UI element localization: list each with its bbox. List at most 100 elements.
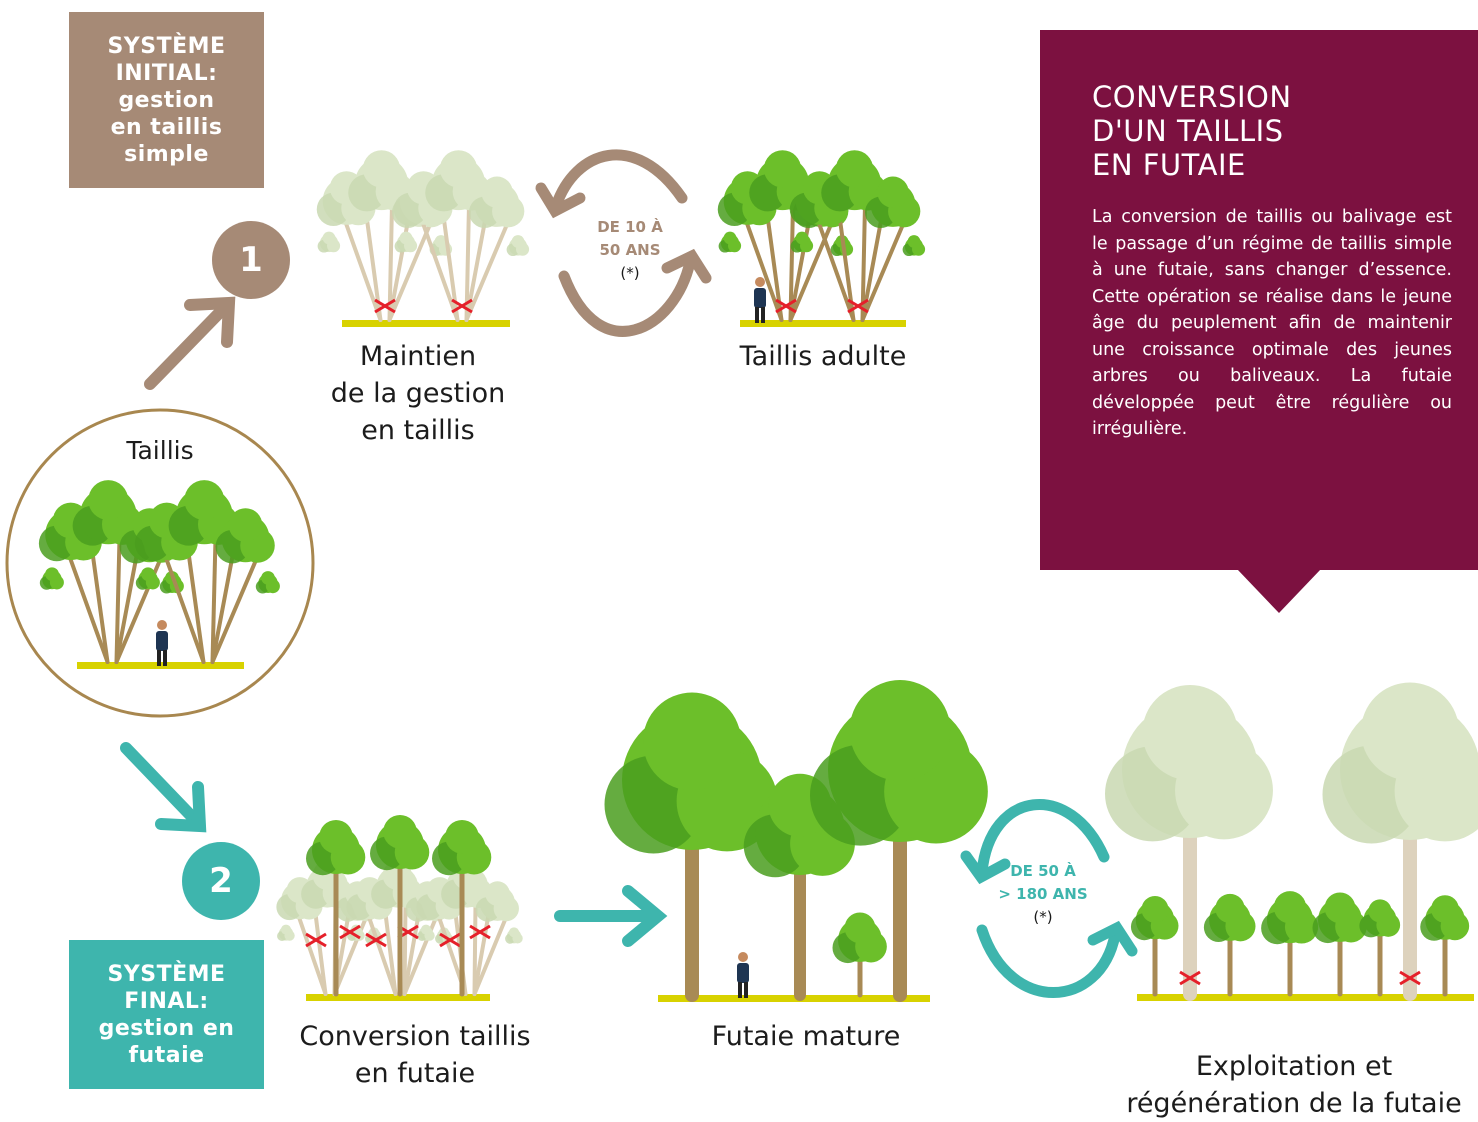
cut-mark — [1179, 970, 1201, 986]
tree-trunk — [332, 909, 371, 996]
tree-crown — [849, 680, 951, 781]
cut-mark — [339, 924, 361, 940]
maintien-caption: Maintien de la gestion en taillis — [300, 338, 536, 449]
tree-crown — [434, 235, 448, 248]
tree-crown — [508, 927, 520, 938]
tree-crown — [261, 571, 275, 585]
tree-crown — [485, 881, 510, 906]
tree-trunk — [387, 202, 394, 322]
tree-crown — [643, 692, 741, 791]
tree-crown — [723, 231, 737, 245]
caption-line: Maintien — [359, 341, 477, 372]
tree-crown — [383, 815, 417, 849]
tree-crown — [1141, 895, 1169, 923]
tree-crown — [319, 820, 353, 854]
tree-trunk — [472, 909, 511, 996]
person-icon — [738, 982, 742, 998]
tree-crown — [835, 150, 874, 188]
tree-trunk — [114, 536, 122, 664]
cycle-1-label: DE 10 À 50 ANS (*) — [575, 216, 685, 285]
cycle-1-arrows — [535, 149, 712, 337]
arrow-conversion-to-mature — [554, 885, 668, 947]
info-title: CONVERSION D'UN TAILLIS EN FUTAIE — [1092, 80, 1292, 182]
tree-trunk — [114, 547, 167, 664]
tree-crown — [141, 567, 155, 581]
cut-mark — [374, 298, 396, 314]
tree-trunk — [295, 909, 328, 996]
tree-crown — [184, 480, 225, 521]
caption-line: Exploitation et — [1195, 1051, 1393, 1082]
tree-crown — [877, 176, 909, 208]
tree-crown — [280, 924, 292, 935]
tree-crown — [322, 231, 336, 245]
initial-system-line: SYSTÈME — [107, 33, 226, 59]
ground-line — [306, 994, 490, 1001]
cut-mark — [439, 932, 461, 948]
tree-trunk — [788, 202, 795, 322]
cut-mark — [847, 298, 869, 314]
taillis-label: Taillis — [126, 436, 194, 465]
tree-crown — [1142, 685, 1238, 781]
final-system-line: FINAL: — [124, 988, 209, 1014]
tree-crown — [420, 924, 432, 935]
exploitation-caption: Exploitation et régénération de la futai… — [1110, 1048, 1478, 1122]
tree-trunk — [814, 213, 856, 322]
taillis-adulte-caption: Taillis adulte — [739, 341, 907, 372]
tree-crown — [1273, 891, 1307, 924]
tree-crown — [362, 150, 401, 188]
initial-system-line: INITIAL: — [115, 60, 218, 86]
tree-trunk — [341, 213, 383, 322]
person-icon — [163, 650, 167, 666]
info-text: La conversion de taillis ou balivage est… — [1092, 207, 1452, 439]
cut-mark — [1399, 970, 1421, 986]
tree-trunk — [788, 213, 837, 322]
initial-system-line: gestion — [118, 87, 215, 113]
person-icon — [156, 631, 168, 651]
tree-crown — [228, 508, 263, 542]
arrow-to-step1 — [144, 296, 236, 390]
cut-mark — [365, 932, 387, 948]
person-icon — [737, 963, 749, 983]
tree-trunk — [210, 547, 263, 664]
person-icon — [755, 277, 765, 287]
final-system-label: SYSTÈME FINAL: gestion en futaie — [69, 940, 264, 1089]
tree-trunk — [402, 901, 408, 996]
tree-trunk — [860, 213, 909, 322]
person-icon — [754, 288, 766, 308]
cycle-1-line2: 50 ANS — [599, 241, 661, 259]
cut-mark — [469, 924, 491, 940]
diagram-illustrations — [5, 149, 1478, 1002]
cycle-2-line1: DE 50 À — [1010, 862, 1076, 880]
tree-crown — [844, 912, 876, 944]
tree-crown — [1431, 895, 1459, 923]
cycle-2-arrows — [960, 799, 1138, 998]
step-1-badge: 1 — [212, 221, 290, 299]
tree-trunk — [65, 547, 110, 664]
person-icon — [744, 982, 748, 998]
futaie-mature-caption: Futaie mature — [711, 1021, 901, 1052]
cycle-1-note: (*) — [620, 264, 640, 282]
info-title-line: D'UN TAILLIS — [1092, 114, 1284, 148]
cut-mark — [451, 298, 473, 314]
final-system-line: futaie — [128, 1042, 205, 1068]
final-system-line: SYSTÈME — [107, 961, 226, 987]
arrow-to-step2 — [120, 742, 207, 833]
tree-trunk — [418, 213, 460, 322]
cycle-2-label: DE 50 À > 180 ANS (*) — [983, 860, 1103, 929]
tree-crown — [445, 820, 479, 854]
person-icon — [157, 620, 167, 630]
initial-system-label: SYSTÈME INITIAL: gestion en taillis simp… — [69, 12, 264, 188]
tree-trunk — [860, 202, 867, 322]
tree-crown — [1215, 893, 1245, 924]
conversion-caption: Conversion taillis en futaie — [270, 1018, 560, 1092]
tree-crown — [481, 176, 513, 208]
tree-crown — [795, 231, 809, 245]
person-icon — [761, 307, 765, 323]
info-title-line: EN FUTAIE — [1092, 148, 1246, 182]
tree-trunk — [464, 213, 513, 322]
tree-crown — [1324, 892, 1356, 924]
info-panel-pointer — [1237, 569, 1321, 613]
cycle-1-line1: DE 10 À — [597, 218, 663, 236]
step-2-badge: 2 — [182, 842, 260, 920]
cycle-2-line2: > 180 ANS — [998, 885, 1088, 903]
